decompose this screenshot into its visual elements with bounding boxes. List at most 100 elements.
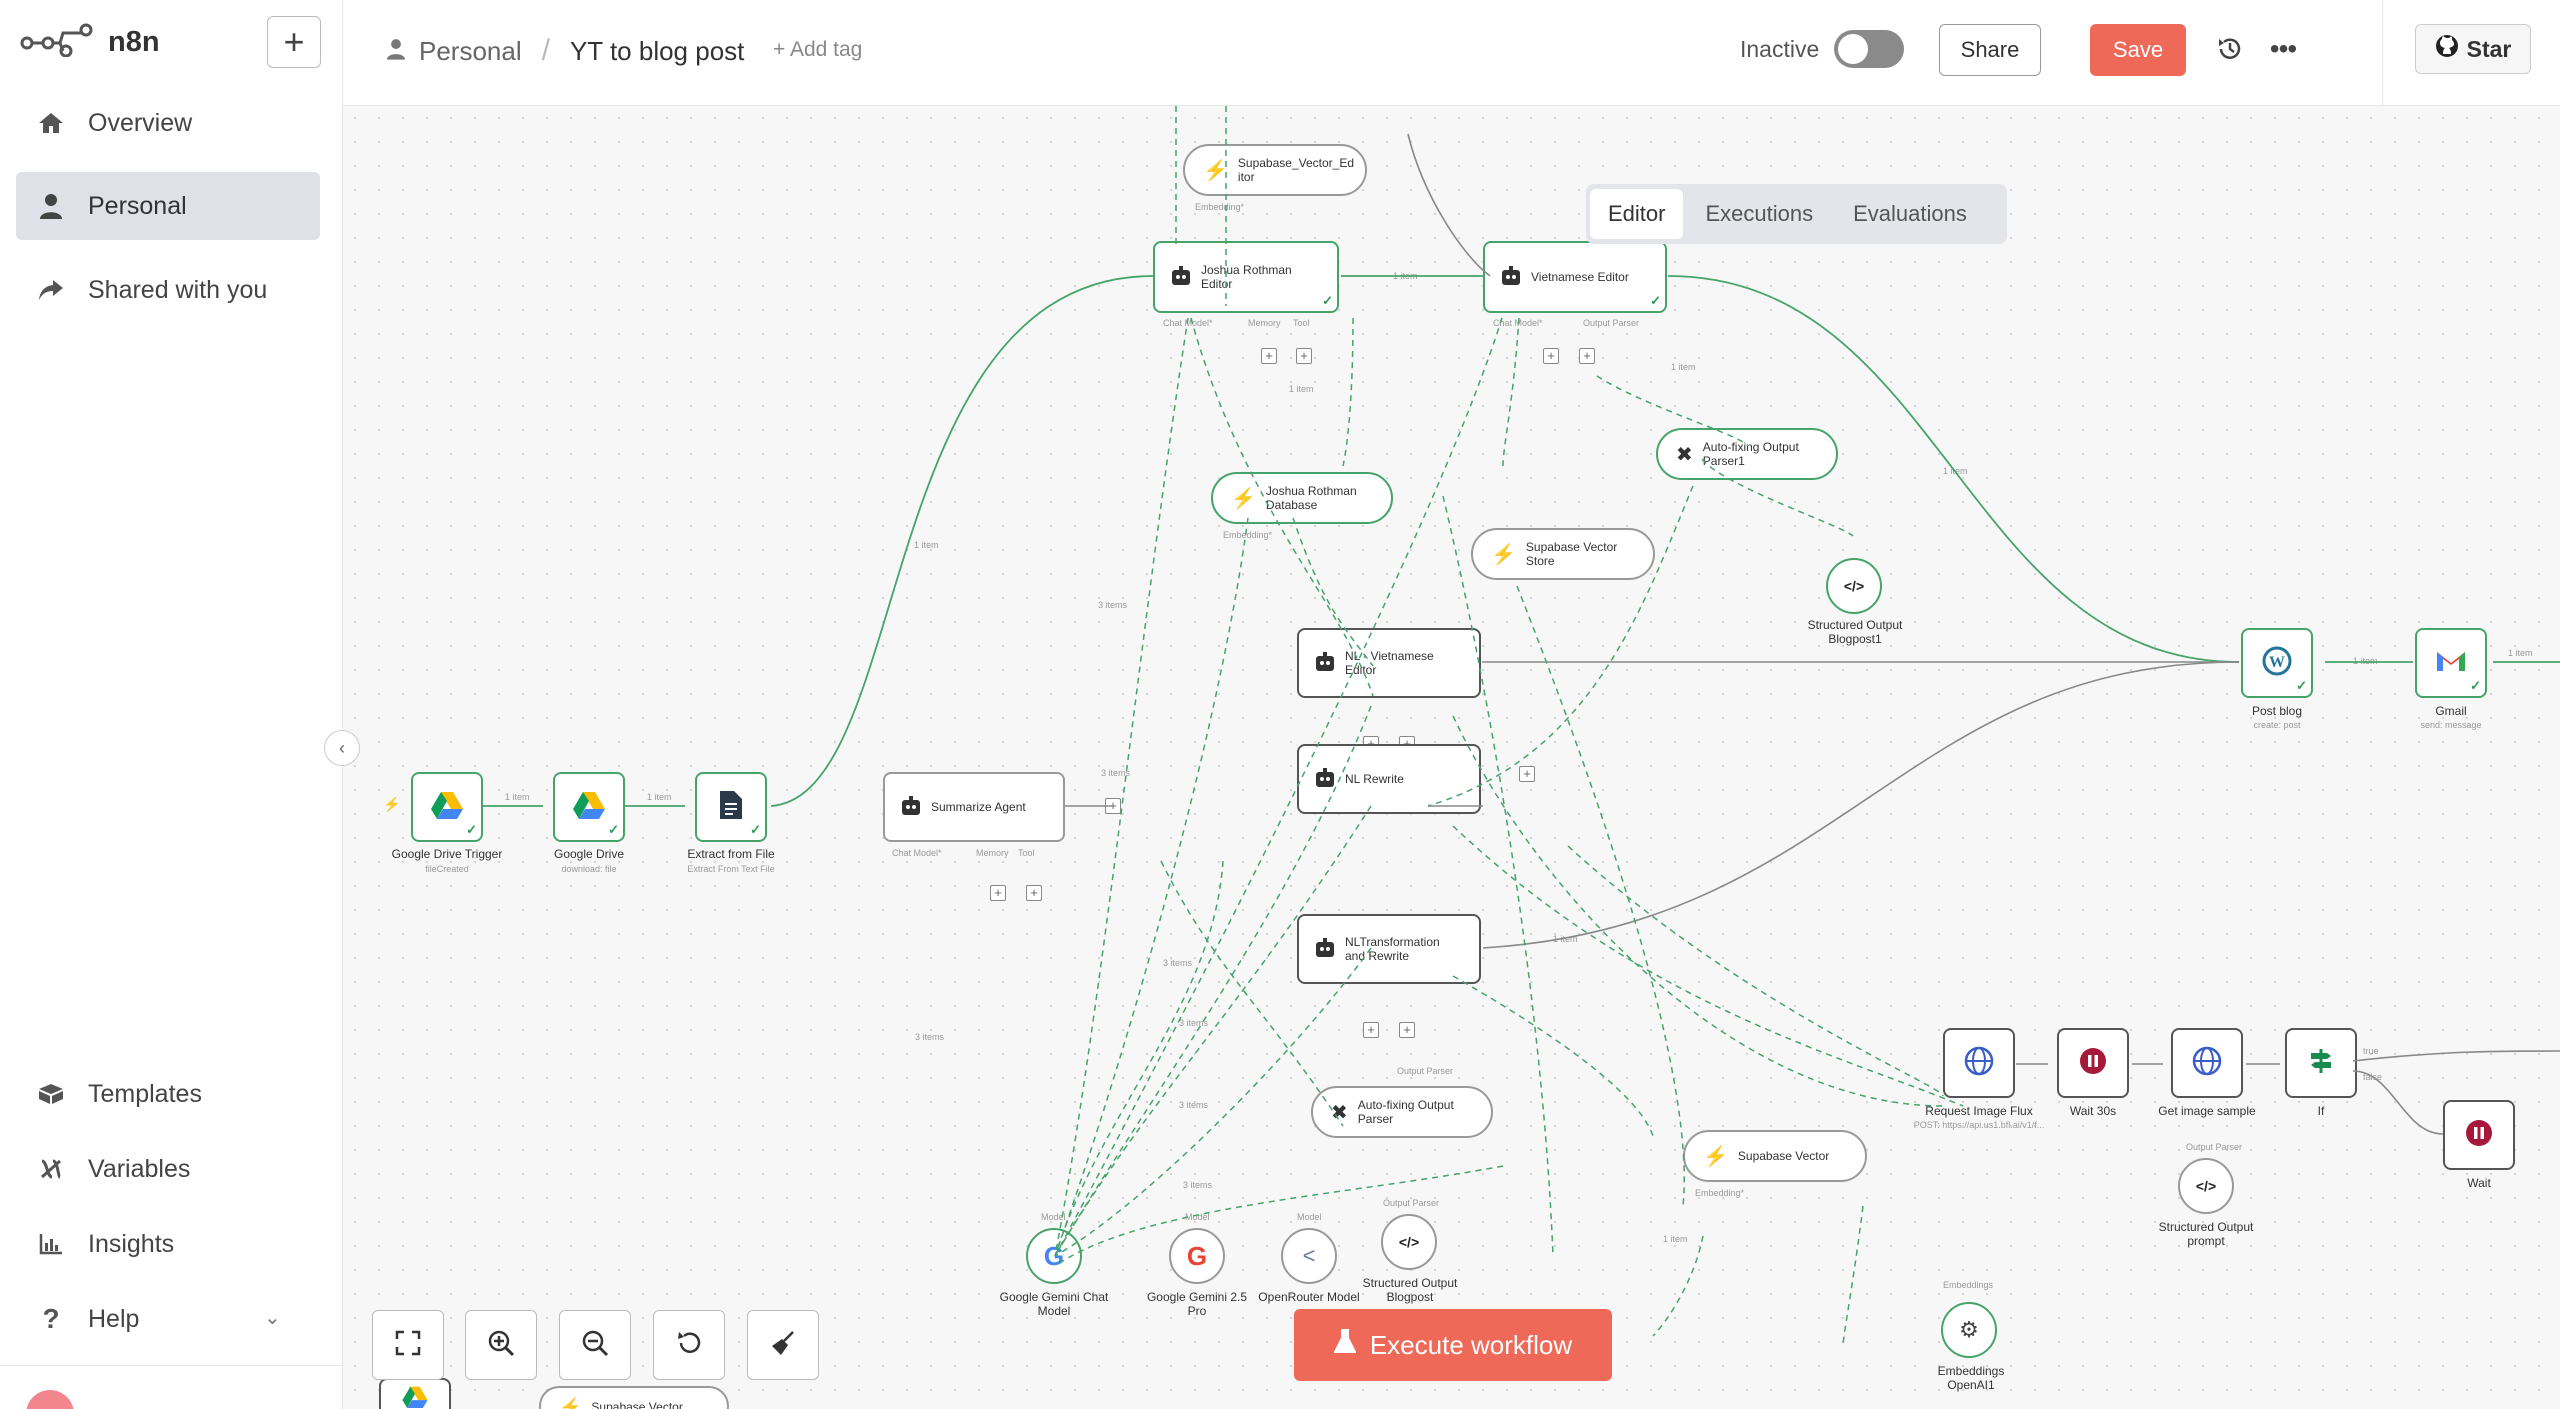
structured-output-blogpost1-node[interactable]: </> [1826, 558, 1882, 614]
brand[interactable]: n8n [20, 22, 160, 62]
add-memory-port[interactable]: + [990, 885, 1006, 901]
joshua-rothman-editor-node[interactable]: Joshua Rothman Editor ✓ [1153, 241, 1339, 313]
success-check-icon: ✓ [2470, 678, 2481, 693]
node-title: Joshua Rothman Database [1265, 484, 1357, 512]
auto-fixing-output-parser1-node[interactable]: ✖ Auto-fixing Output Parser1 [1656, 428, 1838, 480]
sidebar-item-personal[interactable]: Personal [16, 172, 320, 240]
add-tool-port[interactable]: + [1399, 1022, 1415, 1038]
node-title: Auto-fixing Output Parser1 [1702, 440, 1799, 468]
collapse-sidebar-button[interactable]: ‹ [324, 730, 360, 766]
sidebar-item-shared[interactable]: Shared with you [16, 256, 320, 324]
more-options-icon[interactable]: ••• [2269, 33, 2297, 64]
star-label: Star [2466, 35, 2512, 62]
robot-icon [1313, 767, 1337, 791]
chevron-down-icon[interactable]: ⌄ [264, 1307, 281, 1329]
signpost-icon [2307, 1047, 2335, 1080]
request-image-flux-node[interactable] [1943, 1028, 2015, 1098]
add-memory-port[interactable]: + [1543, 348, 1559, 364]
bolt-icon: ⚡ [1491, 543, 1516, 566]
tidy-up-button[interactable] [747, 1310, 819, 1380]
breadcrumb: Personal / YT to blog post [387, 34, 744, 68]
add-tool-port[interactable]: + [1579, 348, 1595, 364]
fullscreen-icon [395, 1330, 421, 1361]
history-icon[interactable] [2213, 32, 2247, 66]
edge-label: 3 items [1183, 1180, 1213, 1190]
openrouter-icon: < [1302, 1243, 1316, 1268]
if-node[interactable] [2285, 1028, 2357, 1098]
robot-icon [1499, 265, 1523, 289]
node-title: Summarize Agent [931, 800, 1026, 814]
vietnamese-editor-node[interactable]: Vietnamese Editor ✓ [1483, 241, 1667, 313]
sidebar: n8n + Overview Personal Shared with you … [0, 0, 343, 1409]
add-memory-port[interactable]: + [1261, 348, 1277, 364]
add-tool-port[interactable]: + [1296, 348, 1312, 364]
post-blog-node[interactable]: W ✓ [2241, 628, 2313, 698]
share-button[interactable]: Share [1939, 24, 2041, 76]
google-drive-trigger-node[interactable]: ✓ [411, 772, 483, 842]
tab-editor[interactable]: Editor [1590, 189, 1684, 239]
supabase-vector-node-partial[interactable]: ⚡ Supabase Vector [539, 1386, 729, 1409]
gmail-icon [2436, 649, 2466, 678]
supabase-vector-node[interactable]: ⚡ Supabase Vector [1683, 1130, 1867, 1182]
edge-label: 3 items [1163, 958, 1193, 968]
zoom-out-button[interactable] [559, 1310, 631, 1380]
node-subtitle: fileCreated [425, 864, 469, 874]
node-title: Vietnamese Editor [1531, 270, 1629, 284]
node-subtitle: POST: https://api.us1.bfl.ai/v1/f... [1913, 1120, 2045, 1130]
nl-rewrite-node[interactable]: NL Rewrite [1297, 744, 1481, 814]
tab-evaluations[interactable]: Evaluations [1853, 201, 1967, 226]
node-title: Google Drive Trigger [391, 847, 503, 861]
code-icon: </> [1398, 1234, 1420, 1250]
node-title: Supabase Vector [1737, 1149, 1830, 1163]
nl-vietnamese-editor-node[interactable]: NL - Vietnamese Editor [1297, 628, 1481, 698]
auto-fixing-output-parser-node[interactable]: ✖ Auto-fixing Output Parser [1311, 1086, 1493, 1138]
sidebar-item-templates[interactable]: Templates [16, 1060, 320, 1128]
node-title: Google Gemini Chat Model [999, 1290, 1109, 1318]
success-check-icon: ✓ [750, 822, 761, 837]
sidebar-item-insights[interactable]: Insights [16, 1210, 320, 1278]
workflow-canvas[interactable]: Editor Executions Evaluations + ✓ Google… [343, 106, 2560, 1409]
embeddings-openai-node[interactable]: ⚙ [1941, 1302, 1997, 1358]
google-gemini-pro-node[interactable]: G [1169, 1228, 1225, 1284]
gmail-node[interactable]: ✓ [2415, 628, 2487, 698]
add-memory-port[interactable]: + [1363, 1022, 1379, 1038]
add-tool-port[interactable]: + [1026, 885, 1042, 901]
reset-zoom-button[interactable] [653, 1310, 725, 1380]
fit-view-button[interactable] [372, 1310, 444, 1380]
get-image-sample-node[interactable] [2171, 1028, 2243, 1098]
create-new-button[interactable]: + [267, 16, 321, 68]
google-drive-node[interactable]: ✓ [553, 772, 625, 842]
avatar[interactable] [26, 1390, 74, 1409]
execute-workflow-button[interactable]: Execute workflow [1294, 1309, 1612, 1381]
wait-30s-node[interactable] [2057, 1028, 2129, 1098]
tab-executions[interactable]: Executions [1705, 201, 1814, 226]
workflow-name[interactable]: YT to blog post [569, 35, 745, 66]
code-icon: </> [2195, 1178, 2217, 1194]
node-title: Auto-fixing Output Parser [1357, 1098, 1454, 1126]
brand-name: n8n [108, 25, 160, 58]
extract-from-file-node[interactable]: ✓ [695, 772, 767, 842]
node-title: Structured Output prompt [2158, 1220, 2254, 1248]
sidebar-item-help[interactable]: ? Help [16, 1285, 320, 1353]
structured-output-prompt-node[interactable]: </> [2178, 1158, 2234, 1214]
github-star-button[interactable]: Star [2415, 24, 2531, 74]
add-tag-button[interactable]: + Add tag [773, 38, 863, 61]
add-output-port[interactable]: + [1519, 766, 1535, 782]
joshua-rothman-database-node[interactable]: ⚡ Joshua Rothman Database [1211, 472, 1393, 524]
supabase-vector-editor-node[interactable]: ⚡ Supabase_Vector_Ed itor [1183, 144, 1367, 196]
save-button[interactable]: Save [2090, 24, 2186, 76]
wait-node[interactable] [2443, 1100, 2515, 1170]
sidebar-item-overview[interactable]: Overview [16, 89, 320, 157]
breadcrumb-project[interactable]: Personal [419, 35, 522, 66]
sidebar-item-variables[interactable]: Variables [16, 1135, 320, 1203]
zoom-in-button[interactable] [465, 1310, 537, 1380]
summarize-agent-node[interactable]: Summarize Agent [883, 772, 1065, 842]
box-icon [36, 1079, 66, 1109]
view-tabs: Editor Executions Evaluations [1586, 184, 2007, 244]
robot-icon [1169, 265, 1193, 289]
nl-transformation-rewrite-node[interactable]: NLTransformation and Rewrite [1297, 914, 1481, 984]
supabase-vector-store-node[interactable]: ⚡ Supabase Vector Store [1471, 528, 1655, 580]
active-toggle[interactable] [1834, 30, 1904, 68]
structured-output-blogpost-node[interactable]: </> [1381, 1214, 1437, 1270]
openrouter-model-node[interactable]: < [1281, 1228, 1337, 1284]
